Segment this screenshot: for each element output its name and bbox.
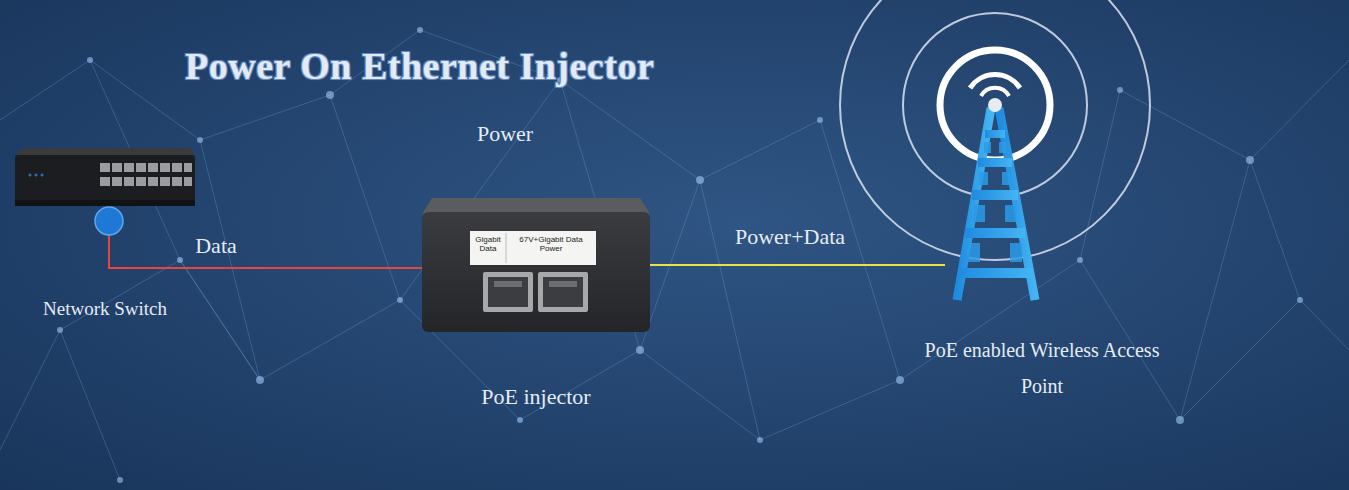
cable-line: [650, 264, 945, 266]
diagram-title: Power On Ethernet Injector: [185, 44, 654, 88]
sticker-text: 67V+Gigabit Data Power: [509, 235, 593, 253]
device-caption: PoE injector: [422, 384, 650, 410]
edge-label: Data: [195, 233, 237, 259]
access-point-illustration: [840, 0, 1150, 300]
device-caption: PoE enabled Wireless Access Point: [912, 332, 1172, 404]
device-node: Network Switch: [15, 148, 195, 208]
switch-illustration: [15, 148, 195, 206]
sticker-text: Gigabit Data: [472, 235, 504, 253]
injector-illustration: [422, 198, 650, 332]
cable-line: [109, 208, 422, 268]
port-dot: [95, 207, 123, 235]
device-caption: Network Switch: [7, 298, 203, 320]
input-label: Power: [445, 121, 565, 147]
device-node: Gigabit Data67V+Gigabit Data PowerPoE in…: [422, 198, 650, 332]
device-node: PoE enabled Wireless Access Point: [945, 100, 1045, 300]
edge-label: Power+Data: [735, 224, 845, 250]
